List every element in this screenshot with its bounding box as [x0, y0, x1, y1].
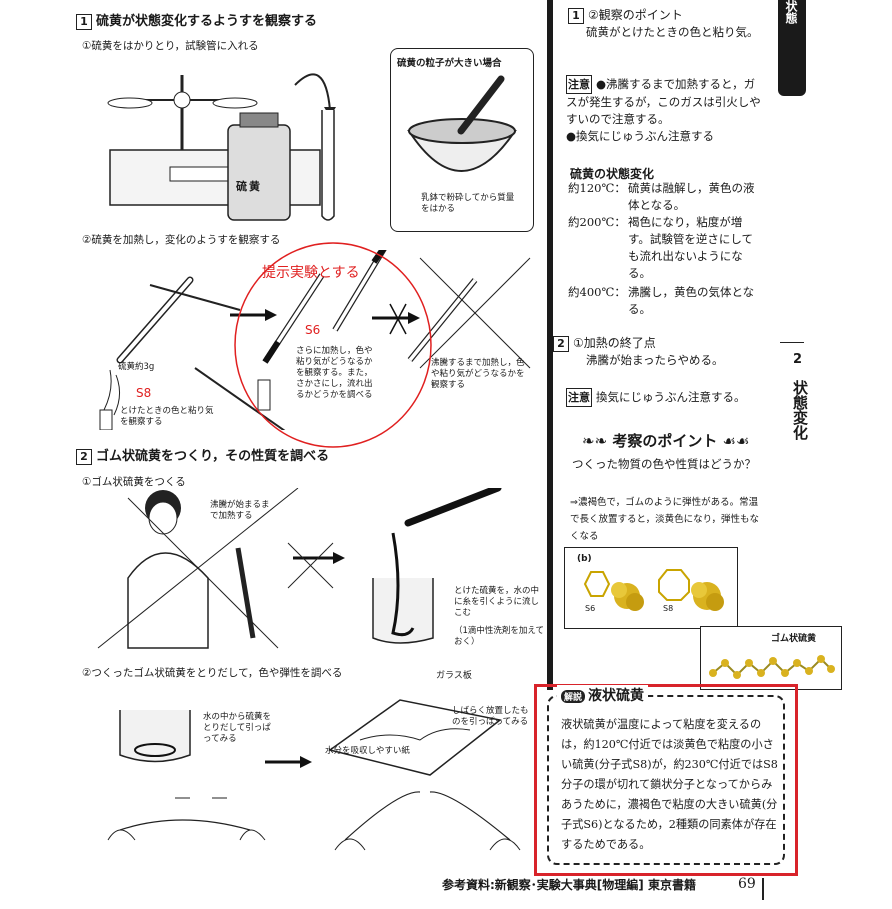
inset-title: 硫黄の粒子が大きい場合 — [397, 58, 502, 69]
molecule-label-s8: S8 — [663, 604, 674, 613]
caption-boil: 沸騰するまで加熱し，色や粘り気がどうなるかを観察する — [431, 358, 525, 390]
point-question: つくった物質の色や性質はどうか？ — [572, 457, 756, 471]
pour-note: とけた硫黄を，水の中に糸を引くように流しこむ — [454, 586, 540, 618]
point-title: 考察のポイント — [612, 432, 718, 450]
r1-heading: 1 ②観察のポイント — [568, 6, 683, 24]
note-3-label: 注意 — [566, 388, 592, 407]
section-1-title: 硫黄が状態変化するようすを観察する — [96, 14, 318, 29]
step-2-caption: ②硫黄を加熱し，変化のようすを観察する — [82, 234, 281, 246]
balance-illustration — [107, 73, 336, 221]
section-1-heading: 1 硫黄が状態変化するようすを観察する — [76, 10, 317, 30]
section-1-number: 1 — [76, 13, 92, 30]
inset-caption: 乳鉢で粉砕してから質量をはかる — [421, 193, 515, 214]
molecule-label-s6: S6 — [585, 604, 596, 613]
explanation-body: 液状硫黄が温度によって粘度を変えるのは，約120℃付近では淡黄色で粘度の小さい硫… — [561, 718, 778, 851]
state-2-text: 褐色になり，粘度が増す。試験管を逆さにしても流れ出ないようになる。 — [628, 215, 754, 280]
note-1: ●沸騰するまで加熱すると，ガスが発生するが，このガスは引火しやすいので注意する。 — [566, 77, 761, 126]
explanation-box: 解説液状硫黄 液状硫黄が温度によって粘度を変えるのは，約120℃付近では淡黄色で… — [534, 684, 798, 876]
later-note: しばらく放置したものを引っぱってみる — [452, 706, 529, 727]
chapter-number: 2 — [793, 352, 803, 367]
section-2-step-1: ①ゴム状硫黄をつくる — [82, 476, 186, 488]
state-2-temp: 約200℃： — [568, 215, 626, 229]
section-2-number: 2 — [76, 448, 92, 465]
heating-illustration — [99, 250, 531, 430]
note-3: 換気にじゅうぶん注意する。 — [596, 390, 746, 404]
note-label: 注意 — [566, 75, 592, 94]
explanation-dashed-frame: 解説液状硫黄 液状硫黄が温度によって粘度を変えるのは，約120℃付近では淡黄色で… — [547, 685, 785, 865]
point-heading: ❧❧ 考察のポイント ☙☙ — [582, 430, 750, 451]
note-3-block: 注意換気にじゅうぶん注意する。 — [566, 388, 746, 407]
demo-note: 提示実験とする — [262, 265, 360, 281]
r2-heading: 2 ①加熱の終了点 — [553, 334, 656, 352]
r2-body: 沸騰が始まったらやめる。 — [586, 353, 724, 367]
page-edge-mark — [762, 878, 764, 900]
paper-note: 水分を吸収しやすい紙 — [325, 746, 410, 756]
boil-note: 沸騰が始まるまで加熱する — [210, 500, 270, 521]
glass-label: ガラス板 — [436, 671, 472, 681]
chapter-tab-text: 状態 — [784, 0, 798, 24]
state-1-temp: 約120℃： — [568, 181, 626, 195]
chapter-tab: 状態 — [778, 0, 806, 96]
stretching-illustration — [107, 699, 521, 851]
s8-note: S8 — [136, 386, 152, 400]
r1-number: 1 — [568, 7, 584, 24]
note-block: 注意●沸騰するまで加熱すると，ガスが発生するが，このガスは引火しやすいので注意す… — [566, 75, 762, 145]
point-leaf-left-icon: ❧❧ — [582, 432, 608, 450]
beaker-note: 水の中から硫黄をとりだして引っぱってみる — [203, 712, 272, 744]
tube-label: 硫黄約3g — [118, 362, 155, 372]
bottle-label: 硫黄 — [236, 180, 262, 193]
note-2: ●換気にじゅうぶん注意する — [566, 129, 715, 143]
test-tube-illustration — [321, 110, 335, 221]
explanation-title: 液状硫黄 — [588, 688, 645, 704]
mortar-icon — [407, 75, 517, 172]
state-title: 硫黄の状態変化 — [570, 167, 655, 181]
chain-molecule-icon — [709, 655, 835, 679]
demo-circle-annotation — [234, 242, 432, 448]
rubber-sulfur-title: ゴム状硫黄 — [771, 634, 817, 644]
rubber-sulfur-illustration — [97, 488, 502, 649]
s6-note: S6 — [305, 323, 321, 337]
chapter-label: 状態変化 — [791, 380, 809, 440]
detergent-note: （1滴中性洗剤を加えておく） — [454, 626, 544, 647]
column-divider — [547, 0, 553, 690]
r2-title: ①加熱の終了点 — [573, 336, 656, 350]
mortar-inset: 硫黄の粒子が大きい場合 乳鉢で粉砕してから質量をはかる — [390, 48, 534, 232]
sulfur-molecules-icon — [583, 569, 724, 611]
state-3-temp: 約400℃： — [568, 285, 626, 299]
r1-title: ②観察のポイント — [588, 8, 683, 22]
section-2-heading: 2 ゴム状硫黄をつくり，その性質を調べる — [76, 445, 329, 465]
point-leaf-right-icon: ☙☙ — [722, 432, 750, 450]
r1-body: 硫黄がとけたときの色と粘り気。 — [586, 25, 759, 39]
caption-further-heat: さらに加熱し，色や粘り気がどうなるかを観察する。また，さかさにし，流れ出るかどう… — [296, 346, 373, 400]
molecule-figure: (b) S6 S8 — [564, 547, 738, 629]
molecule-label-b: (b) — [577, 554, 592, 564]
section-2-title: ゴム状硫黄をつくり，その性質を調べる — [96, 449, 330, 464]
point-answer: ⇒濃褐色で，ゴムのように弾性がある。常温で長く放置すると，淡黄色になり，弾性もな… — [570, 497, 759, 542]
state-3-text: 沸騰し，黄色の気体となる。 — [628, 285, 755, 316]
section-2-step-2: ②つくったゴム状硫黄をとりだして，色や弾性を調べる — [82, 667, 343, 679]
reference-footer: 参考資料:新観察･実験大事典[物理編] 東京書籍 — [442, 878, 696, 892]
state-1-text: 硫黄は融解し，黄色の液体となる。 — [628, 181, 755, 212]
caption-melt: とけたときの色と粘り気を観察する — [120, 406, 214, 427]
explanation-title-row: 解説液状硫黄 — [557, 685, 649, 705]
r2-number: 2 — [553, 335, 569, 352]
step-1-caption: ①硫黄をはかりとり，試験管に入れる — [82, 40, 259, 52]
explanation-badge: 解説 — [561, 689, 586, 703]
page-number: 69 — [738, 876, 756, 892]
side-rule — [780, 342, 804, 343]
rubber-sulfur-figure: ゴム状硫黄 — [700, 626, 842, 690]
